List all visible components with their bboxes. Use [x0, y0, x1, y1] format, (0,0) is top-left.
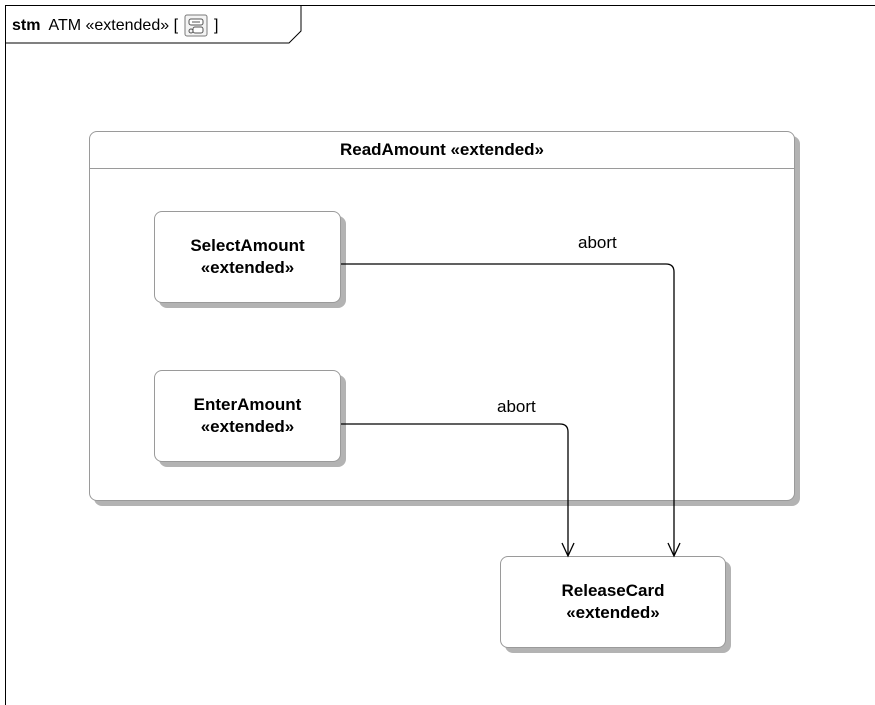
- state-enteramount[interactable]: EnterAmount «extended»: [154, 370, 341, 462]
- state-stereotype: «extended»: [200, 258, 295, 277]
- state-selectamount[interactable]: SelectAmount «extended»: [154, 211, 341, 303]
- state-stereotype: «extended»: [200, 417, 295, 436]
- transition-label-abort-select[interactable]: abort: [578, 233, 617, 252]
- frame-tab: [5, 5, 302, 44]
- state-name: SelectAmount: [190, 236, 305, 255]
- frame-name: ATM «extended» [: [48, 17, 179, 34]
- state-name: ReleaseCard: [561, 581, 665, 600]
- frame-title: stm ATM «extended» [ ]: [12, 14, 218, 38]
- frame-close-bracket: ]: [214, 17, 219, 34]
- diagram-frame: [5, 5, 875, 705]
- state-name: EnterAmount: [193, 395, 302, 414]
- transition-label-abort-enter[interactable]: abort: [497, 397, 536, 416]
- composite-state-title: ReadAmount «extended»: [90, 132, 794, 169]
- frame-keyword: stm: [12, 17, 41, 34]
- state-releasecard[interactable]: ReleaseCard «extended»: [500, 556, 726, 648]
- state-machine-icon: [184, 14, 210, 38]
- state-stereotype: «extended»: [566, 603, 660, 622]
